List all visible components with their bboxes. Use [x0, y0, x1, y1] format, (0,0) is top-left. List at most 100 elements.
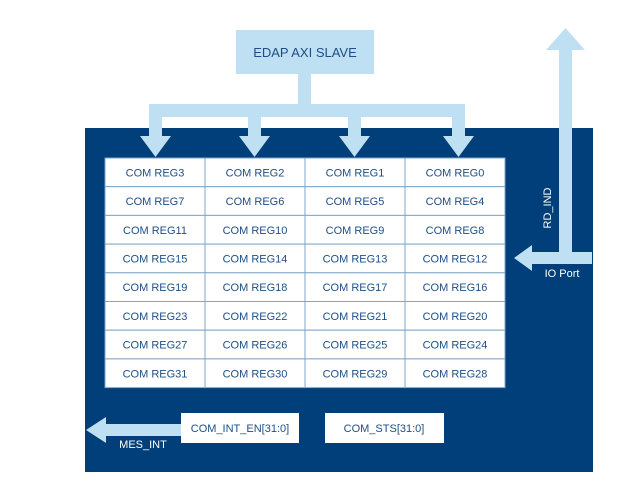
register-label: COM REG9 — [326, 225, 385, 237]
register-cell: COM REG29 — [304, 358, 406, 389]
register-cell: COM REG22 — [204, 301, 306, 331]
bus-down-arrows — [140, 110, 474, 157]
register-label: COM REG5 — [326, 196, 385, 208]
rd-ind-label: RD_IND — [542, 187, 554, 228]
register-cell: COM REG17 — [304, 272, 406, 302]
register-cell: COM REG12 — [404, 243, 506, 274]
register-label: COM REG2 — [226, 167, 285, 179]
register-cell: COM REG25 — [304, 329, 406, 360]
register-cell-box — [204, 243, 306, 274]
register-cell-box — [204, 358, 306, 389]
register-label: COM REG31 — [123, 368, 188, 380]
register-cell: COM REG18 — [204, 272, 306, 302]
register-cell-box — [104, 186, 206, 216]
down-arrow-icon — [140, 110, 171, 157]
register-cell-box — [404, 243, 506, 274]
com-int-en-box — [181, 413, 299, 443]
up-arrow-icon — [546, 28, 585, 260]
register-cell: COM REG7 — [104, 186, 206, 216]
register-cell: COM REG13 — [304, 243, 406, 274]
register-cell-box — [104, 358, 206, 389]
register-cell-box — [204, 272, 306, 302]
register-cell: COM REG5 — [304, 186, 406, 216]
mes-int-arrow — [86, 417, 181, 443]
register-label: COM REG18 — [223, 282, 288, 294]
register-label: COM REG6 — [226, 196, 285, 208]
register-label: COM REG0 — [426, 167, 485, 179]
register-label: COM REG8 — [426, 225, 485, 237]
register-label: COM REG14 — [223, 253, 288, 265]
register-cell: COM REG9 — [304, 214, 406, 245]
register-cell: COM REG1 — [304, 157, 406, 188]
down-arrow-icon — [339, 110, 370, 157]
register-label: COM REG30 — [223, 368, 288, 380]
register-cell: COM REG6 — [204, 186, 306, 216]
register-label: COM REG25 — [323, 340, 388, 352]
io-port-arrows — [514, 28, 592, 271]
register-label: COM REG17 — [323, 282, 388, 294]
register-label: COM REG11 — [123, 225, 187, 237]
left-arrow-icon — [86, 417, 106, 443]
com-int-en-label: COM_INT_EN[31:0] — [191, 423, 289, 435]
register-label: COM REG23 — [123, 311, 188, 323]
register-cell: COM REG2 — [204, 157, 306, 188]
register-cell: COM REG0 — [404, 157, 506, 188]
register-cell: COM REG10 — [204, 214, 306, 245]
register-label: COM REG3 — [126, 167, 185, 179]
register-cell: COM REG20 — [404, 301, 506, 331]
register-cell-box — [104, 243, 206, 274]
register-label: COM REG20 — [423, 311, 488, 323]
register-cell: COM REG8 — [404, 214, 506, 245]
register-label: COM REG21 — [323, 311, 388, 323]
com-sts-box — [325, 413, 444, 443]
axi-slave-block — [236, 30, 374, 74]
com-sts-label: COM_STS[31:0] — [344, 423, 425, 435]
register-cell: COM REG14 — [204, 243, 306, 274]
axi-bus-connector — [149, 74, 465, 117]
register-label: COM REG24 — [423, 340, 488, 352]
register-cell-box — [304, 358, 406, 389]
register-cell: COM REG28 — [404, 358, 506, 389]
register-label: COM REG13 — [323, 253, 388, 265]
down-arrow-icon — [443, 110, 474, 157]
register-label: COM REG12 — [423, 253, 488, 265]
register-cell-box — [104, 272, 206, 302]
register-cell: COM REG26 — [204, 329, 306, 360]
mes-int-label: MES_INT — [119, 439, 167, 451]
register-label: COM REG7 — [126, 196, 185, 208]
register-cell-box — [404, 301, 506, 331]
register-cell: COM REG27 — [104, 329, 206, 360]
register-cell-box — [104, 301, 206, 331]
io-port-label: IO Port — [545, 268, 580, 280]
register-label: COM REG26 — [223, 340, 288, 352]
register-cell-box — [304, 301, 406, 331]
register-cell: COM REG11 — [104, 214, 206, 245]
register-cell: COM REG24 — [404, 329, 506, 360]
register-cell-box — [404, 358, 506, 389]
register-cell-box — [204, 186, 306, 216]
register-cell: COM REG16 — [404, 272, 506, 302]
register-label: COM REG29 — [323, 368, 388, 380]
register-label: COM REG15 — [123, 253, 188, 265]
left-arrow-icon — [514, 245, 592, 271]
register-cell-box — [404, 157, 506, 188]
register-label: COM REG16 — [423, 282, 488, 294]
register-cell: COM REG23 — [104, 301, 206, 331]
register-label: COM REG28 — [423, 368, 488, 380]
register-label: COM REG4 — [426, 196, 485, 208]
register-cell-box — [304, 243, 406, 274]
register-label: COM REG1 — [326, 167, 385, 179]
axi-slave-label: EDAP AXI SLAVE — [253, 45, 357, 60]
register-cell-box — [404, 186, 506, 216]
register-cell-box — [304, 329, 406, 360]
register-label: COM REG22 — [223, 311, 288, 323]
register-cell: COM REG15 — [104, 243, 206, 274]
register-cell-box — [104, 214, 206, 245]
register-label: COM REG10 — [223, 225, 288, 237]
register-cell: COM REG31 — [104, 358, 206, 389]
register-cell: COM REG4 — [404, 186, 506, 216]
register-cell-box — [104, 329, 206, 360]
register-cell: COM REG3 — [104, 157, 206, 188]
